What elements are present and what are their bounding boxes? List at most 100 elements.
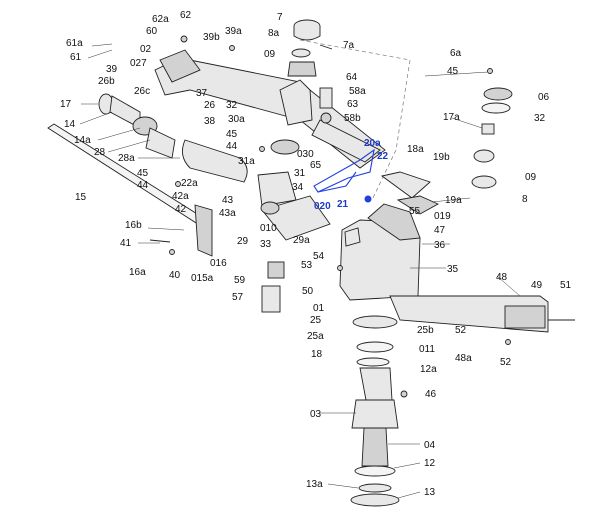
label-33: 33 xyxy=(260,239,272,250)
riser-03-part xyxy=(351,399,399,429)
screw-53-part xyxy=(337,265,343,271)
riser-04-part xyxy=(361,427,389,467)
label-25: 25 xyxy=(310,315,322,326)
part-09-part xyxy=(473,149,495,163)
cap-7-body xyxy=(293,26,321,41)
label-52-bottom: 52 xyxy=(500,357,512,368)
label-45-mid: 45 xyxy=(226,129,238,140)
label-02: 02 xyxy=(140,44,152,55)
label-027: 027 xyxy=(130,58,147,69)
label-18: 18 xyxy=(311,349,323,360)
label-010: 010 xyxy=(260,223,277,234)
label-016: 016 xyxy=(210,258,227,269)
label-29a: 29a xyxy=(293,235,310,246)
washer-13-part xyxy=(350,493,400,507)
label-36: 36 xyxy=(434,240,446,251)
riser-upper-part xyxy=(359,367,393,401)
label-63: 63 xyxy=(347,99,359,110)
label-01: 01 xyxy=(313,303,325,314)
washer-44-part xyxy=(259,146,265,152)
label-6a: 6a xyxy=(450,48,462,59)
label-22: 22 xyxy=(377,151,389,162)
label-39b: 39b xyxy=(203,32,220,43)
label-011: 011 xyxy=(419,344,435,355)
screw-62-part xyxy=(180,35,188,43)
label-015a: 015a xyxy=(191,273,214,284)
label-50: 50 xyxy=(302,286,314,297)
label-06: 06 xyxy=(538,92,550,103)
label-39a: 39a xyxy=(225,26,242,37)
lever-43-part xyxy=(194,204,213,257)
screw-45-part xyxy=(487,68,493,74)
label-03: 03 xyxy=(310,409,322,420)
bearing-09-part xyxy=(287,61,317,77)
highlight-assembly-020 xyxy=(317,171,357,193)
label-38: 38 xyxy=(204,116,216,127)
label-04: 04 xyxy=(424,440,436,451)
label-47: 47 xyxy=(434,225,446,236)
plug-17a-part xyxy=(481,123,495,135)
label-44-left: 44 xyxy=(137,180,149,191)
label-43: 43 xyxy=(222,195,234,206)
label-62a: 62a xyxy=(152,14,169,25)
label-29: 29 xyxy=(237,236,249,247)
block-57-part xyxy=(261,285,281,313)
label-49: 49 xyxy=(531,280,543,291)
screw-39a-part xyxy=(229,45,235,51)
label-17: 17 xyxy=(60,99,72,110)
arm-head-part xyxy=(159,49,201,83)
label-25a: 25a xyxy=(307,331,324,342)
label-46: 46 xyxy=(425,389,437,400)
arm-riser-part xyxy=(279,79,313,126)
label-019: 019 xyxy=(434,211,451,222)
label-020: 020 xyxy=(314,201,331,212)
label-030: 030 xyxy=(297,149,314,160)
dash-ref-line-1 xyxy=(299,39,411,151)
label-64: 64 xyxy=(346,72,358,83)
part-labels: 62a 62 7 61a 61 60 39b 39a 8a 7a 02 09 0… xyxy=(60,10,572,498)
label-40: 40 xyxy=(169,270,181,281)
label-45-right: 45 xyxy=(447,66,459,77)
screw-52-part xyxy=(505,339,511,345)
label-13a: 13a xyxy=(306,479,323,490)
label-12: 12 xyxy=(424,458,436,469)
ring-011-part xyxy=(356,341,394,353)
dash-ref-line-2 xyxy=(371,149,397,201)
clamp-25-part xyxy=(352,315,398,329)
pin-7a xyxy=(319,44,333,50)
label-09-top: 09 xyxy=(264,49,276,60)
label-48: 48 xyxy=(496,272,508,283)
label-28a: 28a xyxy=(118,153,135,164)
block-34-part xyxy=(344,227,361,247)
label-25b: 25b xyxy=(417,325,434,336)
label-20a: 20a xyxy=(364,138,381,149)
label-35: 35 xyxy=(447,264,459,275)
ring-32-part xyxy=(481,102,511,114)
label-61: 61 xyxy=(70,52,82,63)
label-53: 53 xyxy=(301,260,313,271)
block-59-part xyxy=(267,261,285,279)
pin-41-part xyxy=(149,239,171,243)
label-8a: 8a xyxy=(268,28,280,39)
label-26c: 26c xyxy=(134,86,150,97)
label-14a: 14a xyxy=(74,135,91,146)
label-58b: 58b xyxy=(344,113,361,124)
washer-58b-part xyxy=(320,112,332,124)
plug-46-part xyxy=(400,390,408,398)
label-7a: 7a xyxy=(343,40,355,51)
label-37: 37 xyxy=(196,88,208,99)
label-65: 65 xyxy=(310,160,322,171)
spring-63-part xyxy=(319,87,333,109)
label-7: 7 xyxy=(277,12,283,23)
label-43a: 43a xyxy=(219,208,236,219)
washer-40-part xyxy=(169,249,175,255)
label-32-mid: 32 xyxy=(226,100,238,111)
label-12a: 12a xyxy=(420,364,437,375)
label-59: 59 xyxy=(234,275,246,286)
ring-13a-part xyxy=(358,483,392,493)
cap-06-part xyxy=(483,87,513,101)
arm-nozzle-part xyxy=(311,119,381,163)
sleeve-28-part xyxy=(145,127,176,159)
bearing-12-part xyxy=(354,465,396,477)
